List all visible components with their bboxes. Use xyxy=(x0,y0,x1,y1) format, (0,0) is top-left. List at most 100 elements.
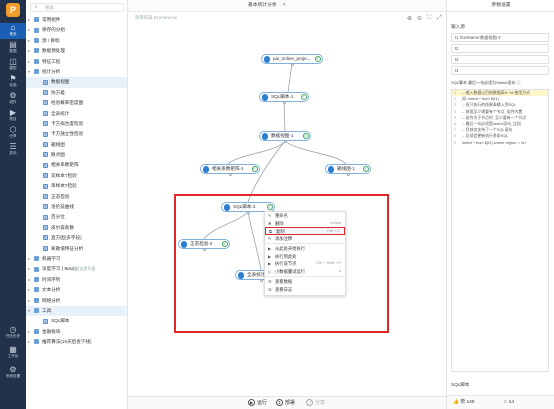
fullscreen-icon[interactable]: ⤢ xyxy=(437,15,442,21)
tree-item[interactable]: 正态检验 xyxy=(26,192,127,202)
sql-footer-tab[interactable]: SQL脚本 xyxy=(451,382,470,387)
input-source-field[interactable]: t3 xyxy=(451,55,549,64)
tree-item[interactable]: ▸源 / 目标 xyxy=(26,36,127,46)
output-port[interactable] xyxy=(347,172,350,176)
share-button[interactable]: ⤴分享 xyxy=(306,399,325,407)
zoom-out-icon[interactable]: ⊖ xyxy=(417,16,423,22)
tree-arrow-icon[interactable]: ▸ xyxy=(28,297,31,303)
tree-arrow-icon[interactable]: ▸ xyxy=(28,27,31,33)
tree-arrow-icon[interactable]: ▸ xyxy=(28,287,31,293)
input-source-field[interactable]: t2 xyxy=(451,44,549,53)
enable-link[interactable]: 点击这里开通 xyxy=(72,267,95,272)
rail-item-6[interactable]: ⬡分享 xyxy=(0,125,26,141)
workflow-node[interactable]: SQL脚本-3✓ xyxy=(221,202,275,214)
tree-arrow-icon[interactable]: ▸ xyxy=(28,266,31,272)
input-source-field[interactable]: t4 xyxy=(451,66,549,75)
output-port[interactable] xyxy=(247,210,250,214)
tree-item[interactable]: 卡方独立性检验 xyxy=(26,129,127,139)
tree-item[interactable]: ▸时间序列 xyxy=(26,275,127,285)
rail-item-5[interactable]: ▶项目 xyxy=(0,108,26,124)
zoom-in-icon[interactable]: ⊕ xyxy=(407,16,413,22)
tree-item[interactable]: 卡方拟合度检验 xyxy=(26,119,127,129)
workflow-node[interactable]: 数据视图-1✓ xyxy=(259,131,311,143)
tree-item[interactable]: 洛伦兹曲线 xyxy=(26,202,127,212)
like-button[interactable]: 👍 赞 140 xyxy=(453,396,474,409)
workflow-node[interactable]: 箱线图-1✓ xyxy=(325,164,371,176)
app-logo[interactable]: P xyxy=(6,3,20,17)
tree-item[interactable]: 皮尔森系数 xyxy=(26,223,127,233)
context-menu-item[interactable]: ✎重命名 xyxy=(265,212,345,220)
tree-arrow-icon[interactable]: ▸ xyxy=(28,17,31,22)
tree-item[interactable]: 数据视图 xyxy=(26,77,127,88)
fit-view-icon[interactable]: ⛶ xyxy=(427,15,432,21)
context-menu-item[interactable]: ✎添加注释 xyxy=(265,235,345,243)
workflow-canvas[interactable]: pai_online_proje...✓ SQL脚本-1✓ 数据视图-1✓ 相关系数矩… xyxy=(128,12,446,396)
workflow-node[interactable]: SQL脚本-1✓ xyxy=(259,92,309,104)
tree-item[interactable]: 离散值特征分析 xyxy=(26,244,127,254)
rail-item-0[interactable]: ⌂首页 xyxy=(0,23,26,39)
tree-item[interactable]: 协方差 xyxy=(26,88,127,98)
tree-item[interactable]: ▸保存的分组 xyxy=(26,25,127,35)
tree-item[interactable]: 箱线图 xyxy=(26,140,127,150)
output-port[interactable] xyxy=(284,139,287,143)
tree-item[interactable]: ▾统计分析 xyxy=(26,67,127,77)
rail-item-2[interactable]: ◫模型 xyxy=(0,57,26,73)
tree-item[interactable]: 全表统计 xyxy=(26,109,127,119)
workflow-node[interactable]: 相关系数矩阵-1✓ xyxy=(200,164,260,176)
output-port[interactable] xyxy=(291,62,294,66)
rail-bottom-item-1[interactable]: ▦工作台 xyxy=(0,345,26,361)
rail-bottom-item-0[interactable]: ◷任务历史 xyxy=(0,325,26,341)
component-search-input[interactable]: ⌕ 搜索 xyxy=(30,3,124,12)
deploy-button[interactable]: ↥部署 xyxy=(276,399,295,407)
context-menu-item[interactable]: ☰查看数据 xyxy=(265,278,345,286)
context-menu-item[interactable]: ▷小数据量试运行▸ xyxy=(265,268,345,276)
tree-item[interactable]: ▸网络分析 xyxy=(26,296,127,306)
tree-item[interactable]: 单样本T检验 xyxy=(26,181,127,191)
tree-arrow-icon[interactable]: ▸ xyxy=(28,328,31,334)
tree-item[interactable]: 经验概率密度图 xyxy=(26,98,127,108)
tree-item[interactable]: 百分位 xyxy=(26,212,127,222)
tree-item[interactable]: ▸推荐算法(15天后会下线) xyxy=(26,337,127,347)
tree-arrow-icon[interactable]: ▸ xyxy=(28,255,31,261)
tree-item[interactable]: ▸数据预处理 xyxy=(26,46,127,56)
star-button[interactable]: ☆ 14 xyxy=(503,396,514,409)
context-menu-item[interactable]: ▶执行到此处 xyxy=(265,253,345,261)
rail-item-4[interactable]: ⚙组件 xyxy=(0,91,26,107)
output-port[interactable] xyxy=(283,100,286,104)
rail-bottom-item-2[interactable]: ⚙系统设置 xyxy=(0,365,26,381)
tree-item[interactable]: ▸常用组件 xyxy=(26,15,127,25)
tree-item[interactable]: ▸深度学习 ( Beta )点击这里开通 xyxy=(26,264,127,274)
tree-arrow-icon[interactable]: ▾ xyxy=(28,68,31,74)
tree-item[interactable]: ▸特征工程 xyxy=(26,57,127,67)
tree-arrow-icon[interactable]: ▸ xyxy=(28,339,31,345)
rail-item-7[interactable]: ☰发布 xyxy=(0,142,26,158)
tree-item[interactable]: ▸文本分析 xyxy=(26,285,127,295)
tree-item[interactable]: SQL脚本 xyxy=(26,316,127,326)
tree-item[interactable]: ▸金融板块 xyxy=(26,327,127,337)
close-tab-icon[interactable]: ✕ xyxy=(282,3,287,8)
tree-arrow-icon[interactable]: ▾ xyxy=(28,307,31,313)
run-button[interactable]: ▶运行 xyxy=(248,399,267,407)
output-port[interactable] xyxy=(203,247,206,251)
tree-arrow-icon[interactable]: ▸ xyxy=(28,276,31,282)
tree-arrow-icon[interactable]: ▸ xyxy=(28,48,31,54)
tree-item[interactable]: 双样本T检验 xyxy=(26,171,127,181)
tree-item[interactable]: ▾工具 xyxy=(26,305,127,317)
tree-item[interactable]: 直方图(多字段) xyxy=(26,233,127,243)
tree-arrow-icon[interactable]: ▸ xyxy=(28,58,31,64)
tree-item[interactable]: ▸机器学习 xyxy=(26,254,127,264)
tree-item[interactable]: 相关系数矩阵 xyxy=(26,160,127,170)
rail-item-1[interactable]: ▤数据 xyxy=(0,40,26,56)
tree-arrow-icon[interactable]: ▸ xyxy=(28,37,31,43)
output-port[interactable] xyxy=(229,172,232,176)
input-source-field[interactable]: t1 fromName'数据视图-1' xyxy=(451,33,549,42)
tree-item[interactable]: 散点图 xyxy=(26,150,127,160)
workflow-node[interactable]: pai_online_proje...✓ xyxy=(261,54,323,66)
rail-item-3[interactable]: ⚑实验 xyxy=(0,74,26,90)
experiment-tab[interactable]: 基本统计分析 ✕ xyxy=(248,0,286,12)
output-port[interactable] xyxy=(260,278,263,282)
